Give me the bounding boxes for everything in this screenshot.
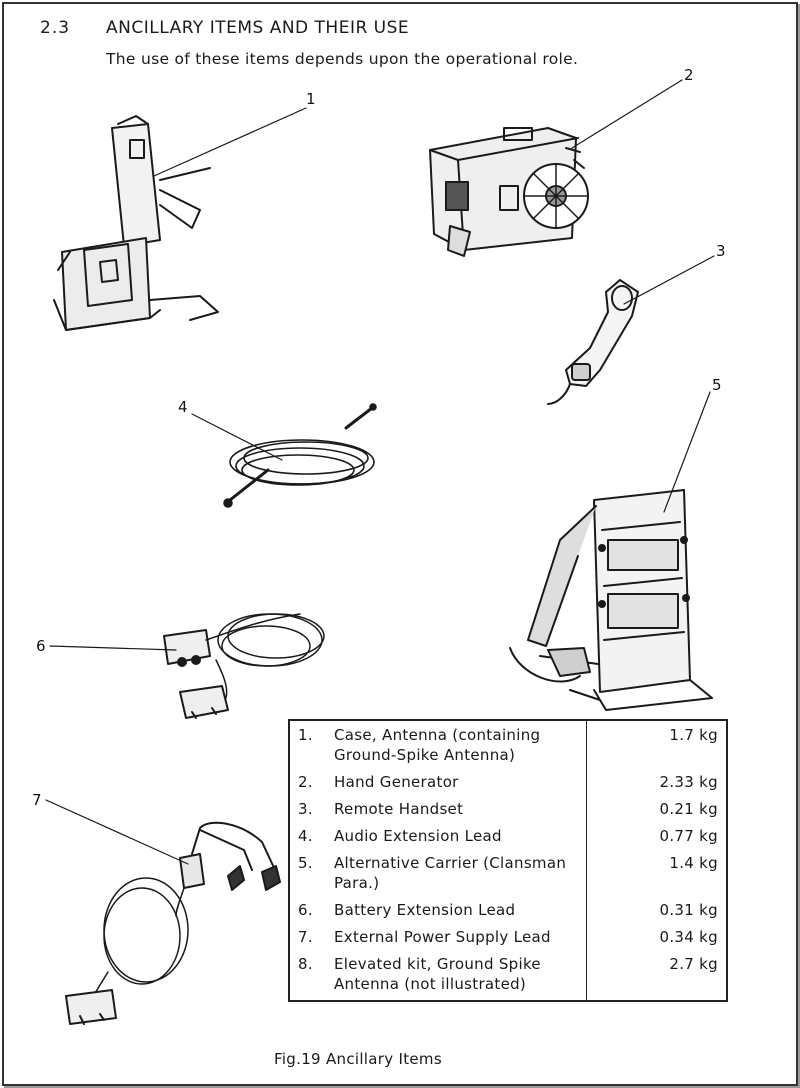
alternative-carrier-illustration: [509, 489, 713, 711]
item-weight: 0.31 kg: [659, 901, 718, 919]
item-weight: 2.33 kg: [659, 773, 718, 791]
item-number: 8.: [298, 955, 313, 973]
item-number: 4.: [298, 827, 313, 845]
section-title: ANCILLARY ITEMS AND THEIR USE: [106, 18, 410, 38]
item-description: Audio Extension Lead: [330, 825, 587, 852]
external-power-supply-lead-illustration: [65, 821, 281, 1025]
table-row: 8. Elevated kit, Ground Spike Antenna (no…: [289, 953, 727, 1001]
table-row: 6. Battery Extension Lead 0.31 kg: [289, 899, 727, 926]
item-weight: 0.34 kg: [659, 928, 718, 946]
leader-lines: [45, 79, 715, 865]
table-row: 5. Alternative Carrier (Clansman Para.) 1.…: [289, 852, 727, 899]
item-weight: 2.7 kg: [669, 955, 718, 973]
callout-3: 3: [716, 242, 726, 260]
antenna-case-illustration: [53, 115, 219, 331]
item-description: Remote Handset: [330, 798, 587, 825]
item-description: External Power Supply Lead: [330, 926, 587, 953]
battery-extension-lead-illustration: [163, 613, 325, 719]
ancillary-items-table: 1. Case, Antenna (containing Ground-Spike…: [288, 719, 728, 1002]
item-description: Alternative Carrier (Clansman Para.): [330, 852, 587, 899]
audio-extension-lead-illustration: [223, 403, 377, 508]
table-row: 2. Hand Generator 2.33 kg: [289, 771, 727, 798]
callout-6: 6: [36, 637, 46, 655]
remote-handset-illustration: [547, 279, 639, 405]
callout-4: 4: [178, 398, 188, 416]
callout-5: 5: [712, 376, 722, 394]
item-weight: 0.21 kg: [659, 800, 718, 818]
item-number: 1.: [298, 726, 313, 744]
item-weight: 0.77 kg: [659, 827, 718, 845]
item-weight: 1.4 kg: [669, 854, 718, 872]
table-row: 7. External Power Supply Lead 0.34 kg: [289, 926, 727, 953]
section-intro: The use of these items depends upon the …: [106, 50, 579, 68]
hand-generator-illustration: [429, 127, 589, 257]
item-description: Case, Antenna (containing Ground-Spike A…: [330, 720, 587, 771]
item-description: Battery Extension Lead: [330, 899, 587, 926]
callout-1: 1: [306, 90, 316, 108]
item-description: Hand Generator: [330, 771, 587, 798]
callout-2: 2: [684, 66, 694, 84]
callout-7: 7: [32, 791, 42, 809]
table-row: 3. Remote Handset 0.21 kg: [289, 798, 727, 825]
figure-caption: Fig.19 Ancillary Items: [274, 1050, 442, 1068]
item-description: Elevated kit, Ground Spike Antenna (not …: [330, 953, 587, 1001]
item-number: 6.: [298, 901, 313, 919]
item-number: 3.: [298, 800, 313, 818]
item-number: 2.: [298, 773, 313, 791]
item-number: 5.: [298, 854, 313, 872]
item-weight: 1.7 kg: [669, 726, 718, 744]
section-number: 2.3: [40, 18, 71, 38]
table-row: 4. Audio Extension Lead 0.77 kg: [289, 825, 727, 852]
table-row: 1. Case, Antenna (containing Ground-Spike…: [289, 720, 727, 771]
item-number: 7.: [298, 928, 313, 946]
